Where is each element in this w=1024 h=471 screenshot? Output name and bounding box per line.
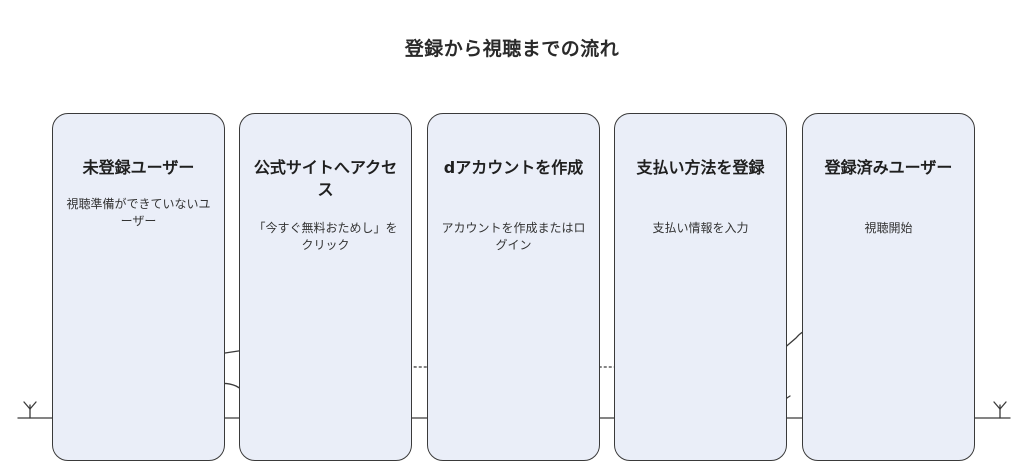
step-title: 公式サイトへアクセス <box>253 158 398 199</box>
step-description: 視聴準備ができていないユーザー <box>66 197 211 228</box>
grass-icon <box>23 401 37 419</box>
step-description: アカウントを作成またはログイン <box>441 221 586 252</box>
step-title: 登録済みユーザー <box>824 158 953 177</box>
dotted-path <box>244 351 773 368</box>
step-card-4: 支払い方法を登録 支払い情報を入力 <box>614 113 787 461</box>
step-card-3: dアカウントを作成 アカウントを作成またはログイン <box>427 113 600 461</box>
step-description: 「今すぐ無料おためし」をクリック <box>253 221 398 252</box>
step-title: 支払い方法を登録 <box>636 158 765 177</box>
step-title: 未登録ユーザー <box>82 158 195 177</box>
step-description: 視聴開始 <box>864 221 913 235</box>
step-card-2: 公式サイトへアクセス 「今すぐ無料おためし」をクリック <box>239 113 412 461</box>
grass-icon <box>993 401 1007 419</box>
step-card-1: 未登録ユーザー 視聴準備ができていないユーザー <box>52 113 225 461</box>
diagram-title: 登録から視聴までの流れ <box>404 38 620 60</box>
step-title: dアカウントを作成 <box>443 158 584 177</box>
step-description: 支払い情報を入力 <box>652 221 749 235</box>
step-card-5: 登録済みユーザー 視聴開始 <box>802 113 975 461</box>
